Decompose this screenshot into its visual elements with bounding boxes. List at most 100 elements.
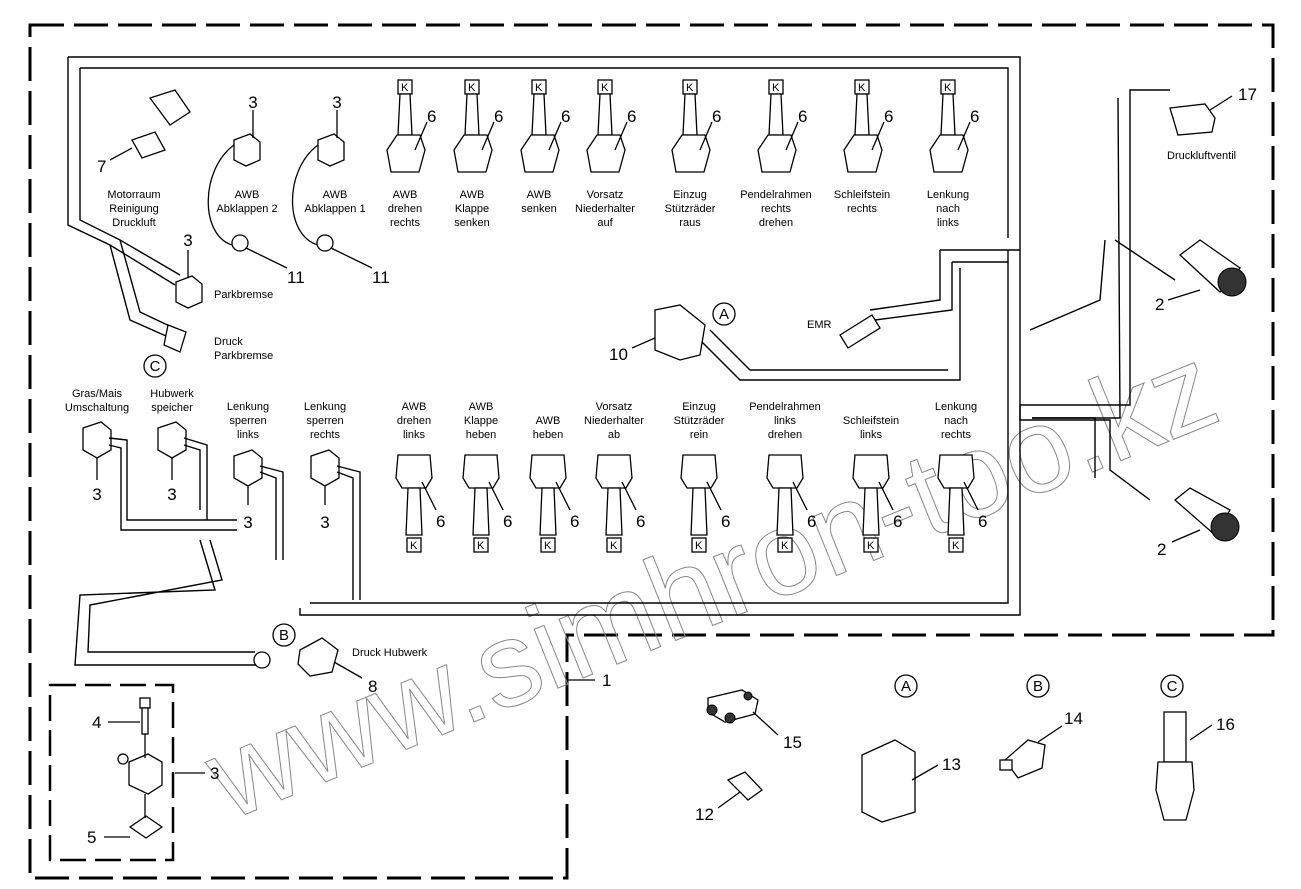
top-connector[interactable]: K 6 Lenkung nach links bbox=[927, 79, 980, 229]
part-13-module[interactable]: A 13 bbox=[861, 674, 961, 823]
svg-text:rechts: rechts bbox=[847, 203, 877, 215]
top-connector[interactable]: K 6 AWB drehen rechts bbox=[386, 79, 436, 229]
svg-text:Abklappen 1: Abklappen 1 bbox=[304, 203, 365, 215]
svg-text:Schleifstein: Schleifstein bbox=[843, 415, 899, 427]
top-connector[interactable]: K 6 Pendelrahmen rechts drehen bbox=[740, 79, 812, 229]
svg-text:Klappe: Klappe bbox=[455, 203, 489, 215]
svg-text:AWB: AWB bbox=[536, 415, 561, 427]
svg-text:6: 6 bbox=[798, 107, 807, 126]
svg-text:Hubwerk: Hubwerk bbox=[150, 388, 194, 400]
abklappen1-solenoid[interactable]: 3 AWB Abklappen 1 11 bbox=[291, 93, 390, 287]
svg-text:3: 3 bbox=[332, 93, 341, 112]
solenoid[interactable]: Lenkung sperren rechts 3 bbox=[304, 401, 361, 600]
svg-text:A: A bbox=[901, 678, 911, 695]
svg-text:links: links bbox=[237, 429, 260, 441]
svg-text:Schleifstein: Schleifstein bbox=[834, 189, 890, 201]
svg-text:Stützräder: Stützräder bbox=[665, 203, 716, 215]
svg-text:Lenkung: Lenkung bbox=[227, 401, 269, 413]
svg-text:speicher: speicher bbox=[151, 402, 193, 414]
druckluftventil[interactable]: 17 Druckluftventil bbox=[1167, 85, 1257, 162]
svg-text:15: 15 bbox=[783, 733, 802, 752]
svg-text:6: 6 bbox=[494, 107, 503, 126]
svg-text:Motorraum: Motorraum bbox=[107, 189, 160, 201]
svg-text:3: 3 bbox=[320, 513, 329, 532]
svg-text:14: 14 bbox=[1064, 709, 1083, 728]
bottom-connector[interactable]: Einzug Stützräder rein K 6 bbox=[674, 401, 731, 553]
bottom-connector[interactable]: Schleifstein links K 6 bbox=[843, 415, 903, 553]
plug-upper[interactable]: 2 bbox=[1155, 239, 1247, 314]
svg-text:17: 17 bbox=[1238, 85, 1257, 104]
druck-parkbremse-sensor[interactable]: C Druck Parkbremse bbox=[143, 324, 273, 378]
watermark: www.simhron-too.kz bbox=[188, 319, 1235, 846]
svg-text:7: 7 bbox=[97, 157, 106, 176]
svg-text:1: 1 bbox=[602, 671, 611, 690]
part-16-pressure-switch[interactable]: C 16 bbox=[1155, 674, 1235, 821]
svg-text:Einzug: Einzug bbox=[682, 401, 716, 413]
svg-text:Abklappen 2: Abklappen 2 bbox=[216, 203, 277, 215]
svg-text:6: 6 bbox=[893, 512, 902, 531]
harness-boundary bbox=[28, 23, 1275, 880]
svg-text:heben: heben bbox=[466, 429, 497, 441]
svg-text:drehen: drehen bbox=[388, 203, 422, 215]
svg-text:raus: raus bbox=[679, 217, 701, 229]
svg-text:senken: senken bbox=[521, 203, 556, 215]
top-connector[interactable]: K 6 AWB senken bbox=[520, 79, 570, 215]
seal[interactable]: 5 bbox=[87, 794, 164, 847]
svg-text:EMR: EMR bbox=[807, 319, 832, 331]
druck-hubwerk-sensor[interactable]: B Druck Hubwerk 8 bbox=[253, 623, 428, 696]
abklappen2-solenoid[interactable]: 3 AWB Abklappen 2 11 bbox=[207, 93, 305, 287]
svg-text:K: K bbox=[944, 82, 952, 94]
svg-text:Klappe: Klappe bbox=[464, 415, 498, 427]
top-connector[interactable]: K 6 Vorsatz Niederhalter auf bbox=[575, 79, 636, 229]
svg-text:Vorsatz: Vorsatz bbox=[596, 401, 633, 413]
solenoid[interactable]: Hubwerk speicher 3 bbox=[150, 388, 208, 520]
bolt[interactable]: 4 bbox=[92, 697, 151, 735]
svg-text:11: 11 bbox=[372, 268, 390, 287]
bottom-connector[interactable]: Pendelrahmen links drehen K 6 bbox=[749, 401, 821, 553]
svg-text:AWB: AWB bbox=[469, 401, 494, 413]
connector-10[interactable]: 10 A bbox=[609, 302, 736, 364]
svg-text:B: B bbox=[1033, 678, 1043, 695]
parkbremse-solenoid[interactable]: 3 Parkbremse bbox=[175, 231, 273, 309]
bottom-connector[interactable]: AWB drehen links K 6 bbox=[395, 401, 445, 553]
svg-text:AWB: AWB bbox=[460, 189, 485, 201]
bottom-connector[interactable]: Vorsatz Niederhalter ab K 6 bbox=[584, 401, 645, 553]
bottom-connector[interactable]: AWB heben K 6 bbox=[529, 415, 579, 553]
svg-text:heben: heben bbox=[533, 429, 564, 441]
svg-text:K: K bbox=[410, 540, 418, 552]
part-12-fitting[interactable]: 12 bbox=[695, 771, 763, 824]
svg-text:AWB: AWB bbox=[402, 401, 427, 413]
svg-text:K: K bbox=[610, 540, 618, 552]
svg-text:rechts: rechts bbox=[941, 429, 971, 441]
svg-text:K: K bbox=[695, 540, 703, 552]
part-15-tee[interactable]: 15 bbox=[706, 689, 802, 752]
part-14-sensor[interactable]: B 14 bbox=[999, 674, 1083, 779]
solenoid[interactable]: Lenkung sperren links 3 bbox=[227, 401, 284, 560]
svg-text:links: links bbox=[860, 429, 883, 441]
svg-text:K: K bbox=[867, 540, 875, 552]
top-row-connectors: K 6 AWB drehen rechts K 6 AWB Klappe sen… bbox=[386, 79, 980, 229]
svg-text:links: links bbox=[937, 217, 960, 229]
svg-text:rechts: rechts bbox=[310, 429, 340, 441]
emr-sensor[interactable]: EMR bbox=[807, 314, 881, 349]
svg-text:Lenkung: Lenkung bbox=[935, 401, 977, 413]
solenoid[interactable]: Gras/Mais Umschaltung 3 bbox=[65, 388, 237, 531]
svg-text:K: K bbox=[535, 82, 543, 94]
svg-text:3: 3 bbox=[92, 485, 101, 504]
center-group: 10 A EMR bbox=[609, 302, 881, 364]
svg-text:K: K bbox=[952, 540, 960, 552]
svg-text:K: K bbox=[781, 540, 789, 552]
svg-text:8: 8 bbox=[368, 677, 377, 696]
top-connector[interactable]: K 6 AWB Klappe senken bbox=[453, 79, 503, 229]
detail-solenoid[interactable]: 3 bbox=[117, 734, 219, 795]
svg-text:Reinigung: Reinigung bbox=[109, 203, 159, 215]
bottom-connector[interactable]: AWB Klappe heben K 6 bbox=[462, 401, 512, 553]
top-connector[interactable]: K 6 Einzug Stützräder raus bbox=[665, 79, 722, 229]
svg-text:Parkbremse: Parkbremse bbox=[214, 289, 273, 301]
svg-text:sperren: sperren bbox=[229, 415, 266, 427]
bottom-connector[interactable]: Lenkung nach rechts K 6 bbox=[935, 401, 988, 553]
top-connector[interactable]: K 6 Schleifstein rechts bbox=[834, 79, 894, 215]
motorraum-connector[interactable]: 7 Motorraum Reinigung Druckluft bbox=[97, 89, 191, 229]
plug-lower[interactable]: 2 bbox=[1157, 487, 1240, 559]
svg-text:nach: nach bbox=[944, 415, 968, 427]
